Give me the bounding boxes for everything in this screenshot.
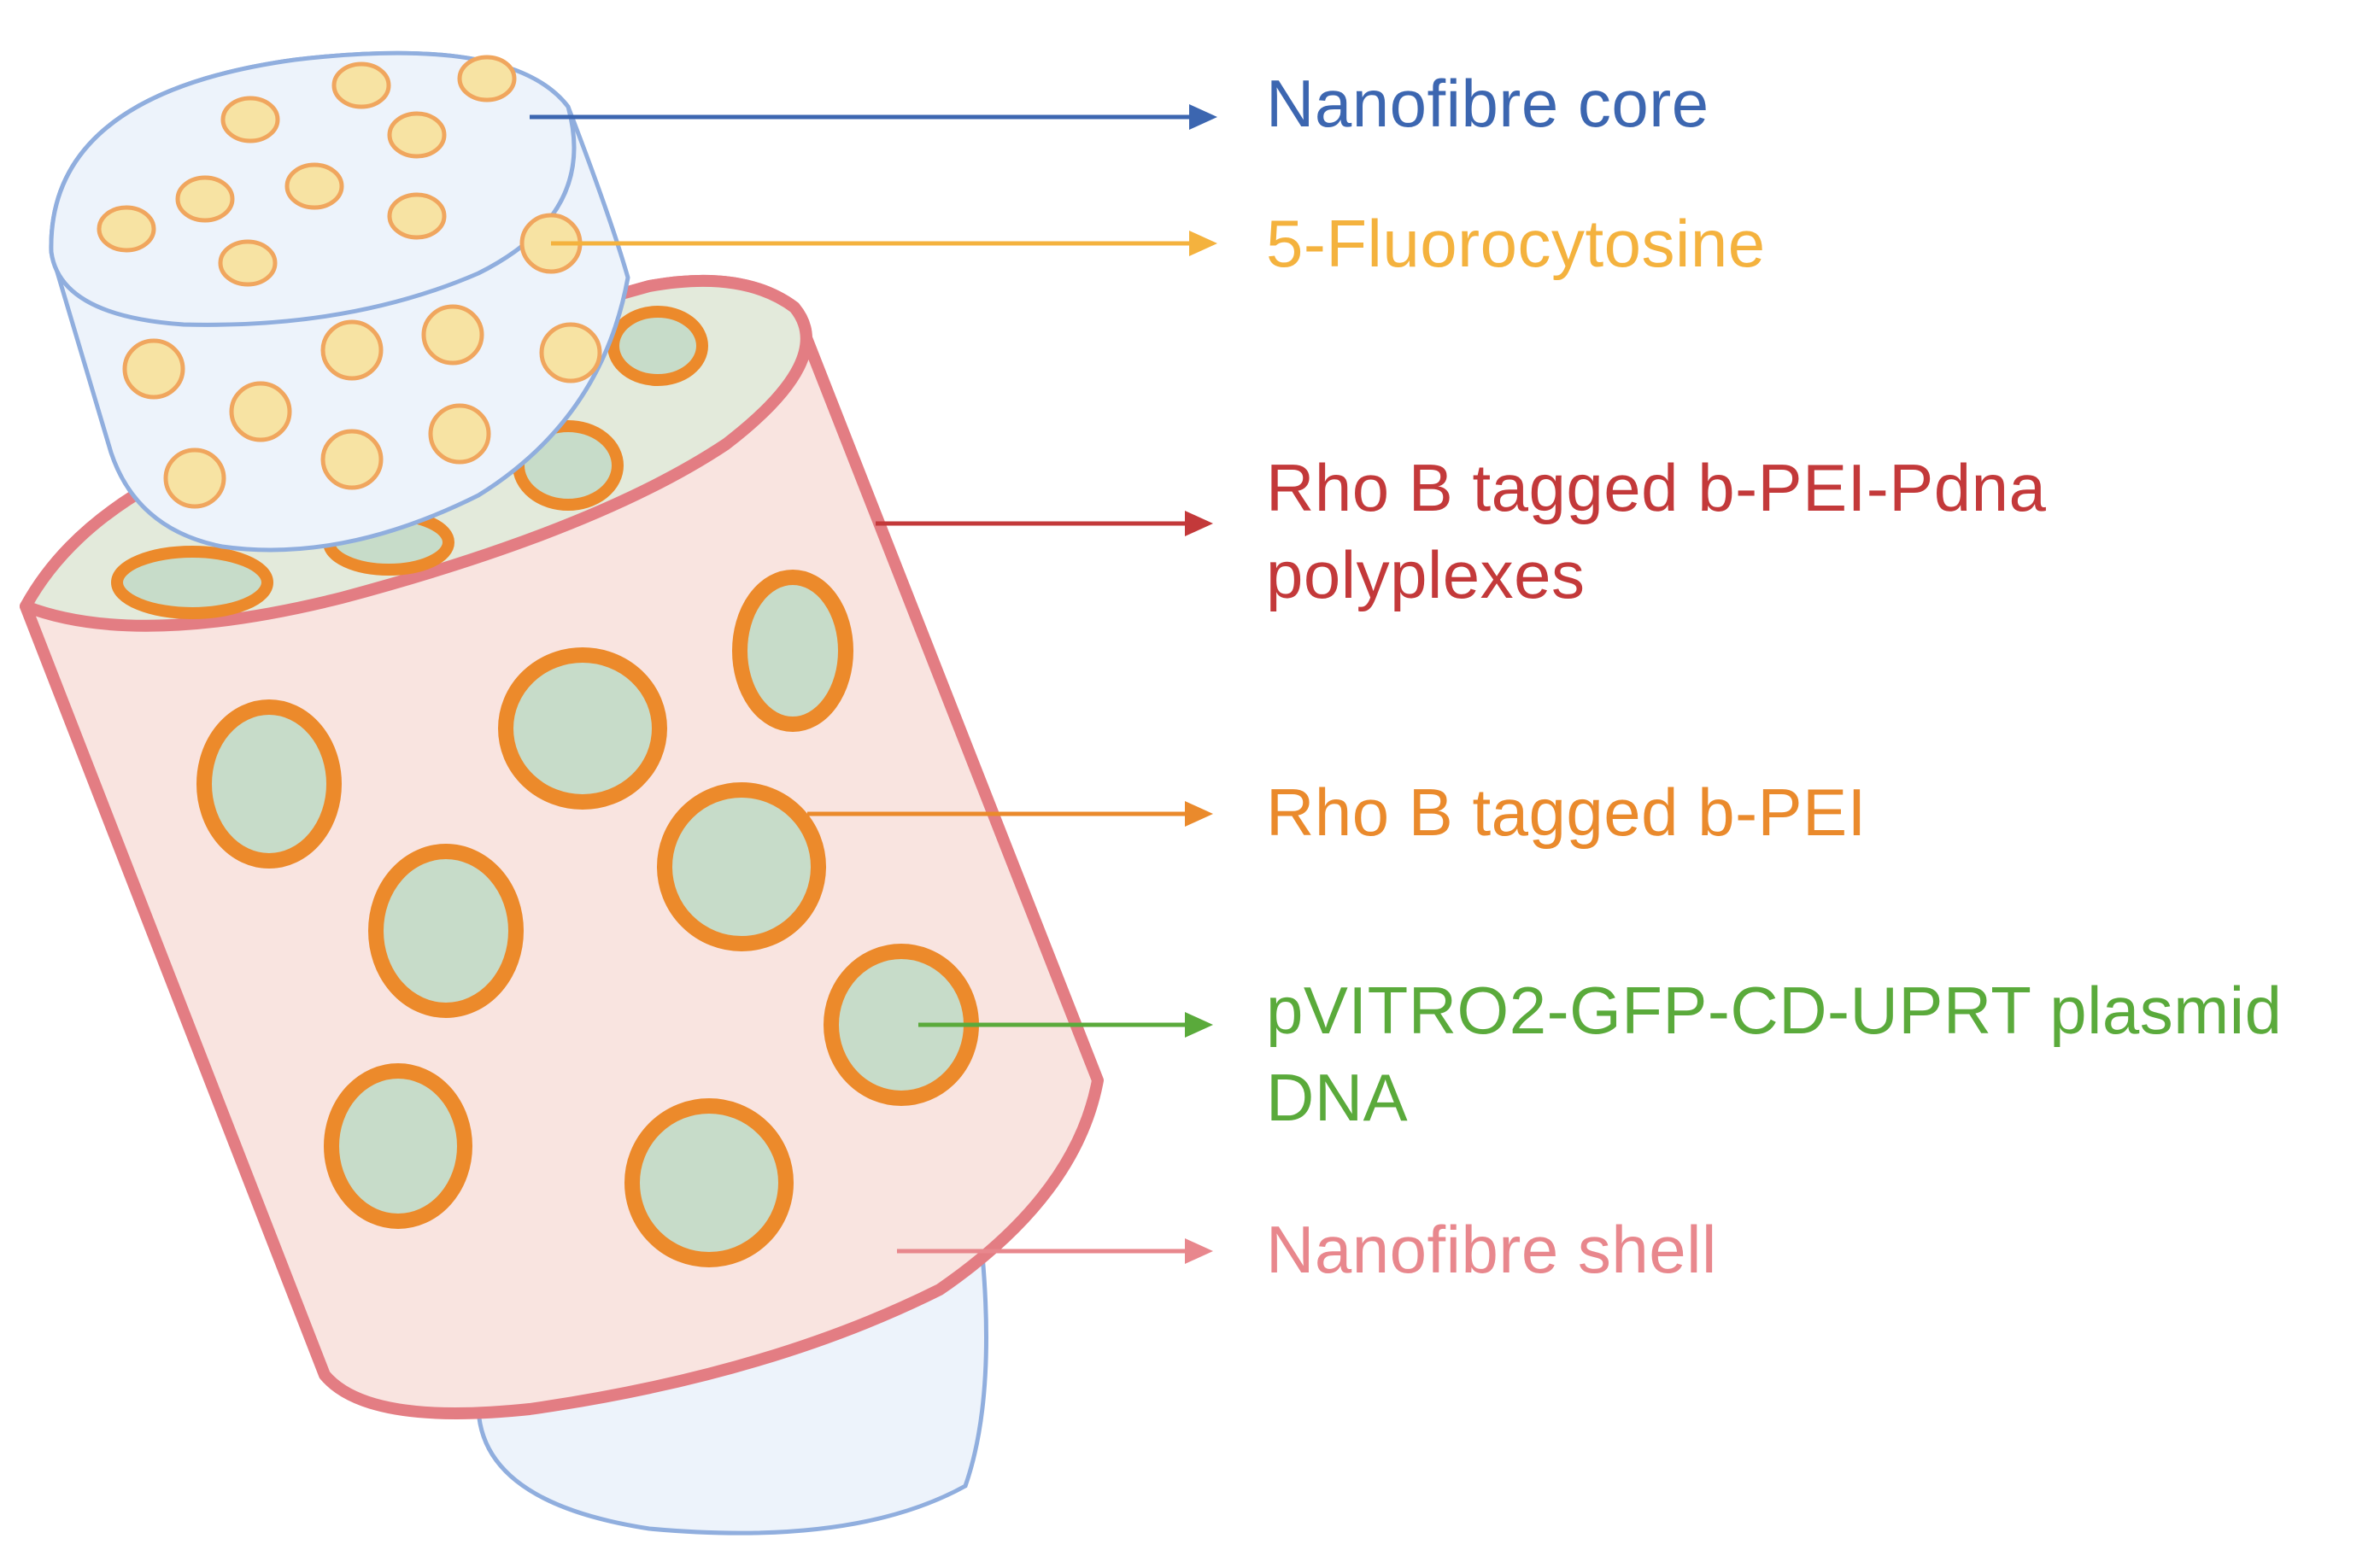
drug-particle xyxy=(387,111,447,159)
drug-particle xyxy=(163,447,226,509)
drug-particle xyxy=(320,319,384,381)
polyplex-group-side xyxy=(196,570,979,1267)
drug-particle xyxy=(457,55,517,102)
label-rho-b-tagged-b-pei: Rho B tagged b-PEI xyxy=(1266,775,1867,850)
label-5-fluorocytosine: 5-Fluorocytosine xyxy=(1266,206,1766,281)
polyplex xyxy=(324,1063,472,1229)
drug-particle xyxy=(387,192,447,240)
label-polyplexes-line1: Rho B tagged b-PEI-Pdna xyxy=(1266,450,2047,525)
drug-particle xyxy=(284,162,344,210)
arrow-pei xyxy=(807,801,1213,827)
drug-particle xyxy=(539,322,602,383)
arrow-shell xyxy=(897,1238,1213,1264)
callout-arrows xyxy=(530,104,1217,1264)
polyplex xyxy=(368,844,524,1018)
drug-particle xyxy=(428,403,491,465)
polyplex xyxy=(498,647,667,810)
drug-particle xyxy=(97,205,156,253)
label-polyplexes-line2: polyplexes xyxy=(1266,537,1586,612)
arrow-core xyxy=(530,104,1217,130)
polyplex xyxy=(657,782,826,951)
drug-particle xyxy=(122,338,185,400)
label-nanofibre-shell: Nanofibre shell xyxy=(1266,1212,1717,1287)
arrow-plasmid xyxy=(918,1012,1213,1038)
polyplex xyxy=(111,546,273,619)
labels: Nanofibre core 5-Fluorocytosine Rho B ta… xyxy=(1266,66,2282,1287)
polyplex xyxy=(196,699,342,869)
drug-particle xyxy=(175,175,235,223)
drug-particle xyxy=(421,304,484,366)
drug-particle xyxy=(220,96,280,143)
drug-particle xyxy=(331,61,391,109)
drug-particles xyxy=(97,55,602,509)
arrow-drug xyxy=(551,231,1217,256)
drug-particle xyxy=(218,239,278,287)
label-plasmid-line1: pVITRO2-GFP-CD-UPRT plasmid xyxy=(1266,973,2282,1048)
arrow-polyplex xyxy=(876,511,1213,536)
polyplex xyxy=(607,306,708,386)
label-nanofibre-core: Nanofibre core xyxy=(1266,66,1709,141)
drug-particle xyxy=(320,429,384,490)
drug-particle xyxy=(229,381,292,442)
label-plasmid-line2: DNA xyxy=(1266,1060,1408,1135)
polyplex xyxy=(732,570,853,732)
polyplex xyxy=(624,1098,794,1267)
